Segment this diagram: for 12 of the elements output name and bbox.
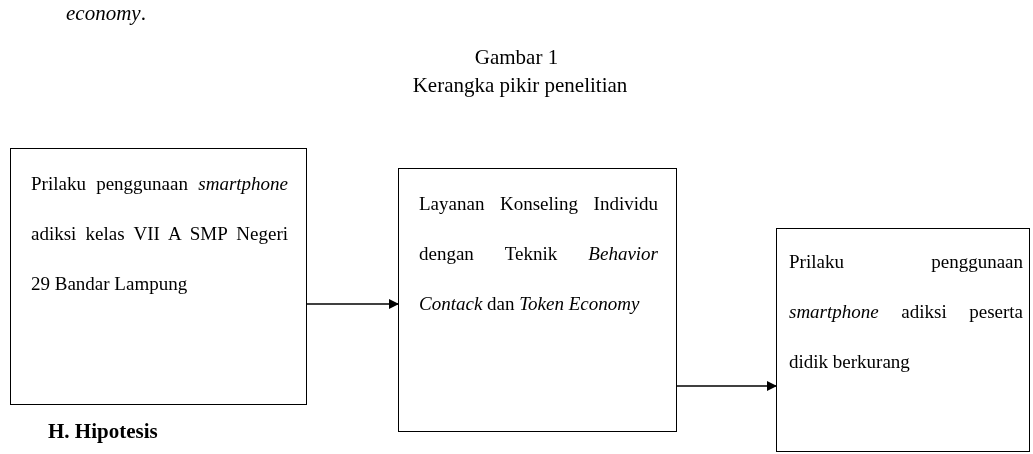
paragraph-fragment: economy.	[66, 0, 146, 26]
arrow	[676, 381, 777, 391]
text-box	[776, 228, 1030, 452]
figure-title: Gambar 1	[473, 44, 560, 70]
box-text: Prilaku penggunaan smartphone adiksi peserta didik berkurang	[789, 250, 1023, 374]
box-text: Layanan Konseling Individu dengan Teknik Behavior Contack dan Token Economy	[419, 192, 658, 316]
section-heading: H. Hipotesis	[48, 418, 158, 444]
text-box	[398, 168, 677, 432]
text-box	[10, 148, 307, 405]
figure-caption: Kerangka pikir penelitian	[411, 72, 629, 98]
box-text: Prilaku penggunaan smartphone adiksi kelas VII A SMP Negeri 29 Bandar Lampung	[31, 172, 288, 296]
arrow	[306, 299, 399, 309]
